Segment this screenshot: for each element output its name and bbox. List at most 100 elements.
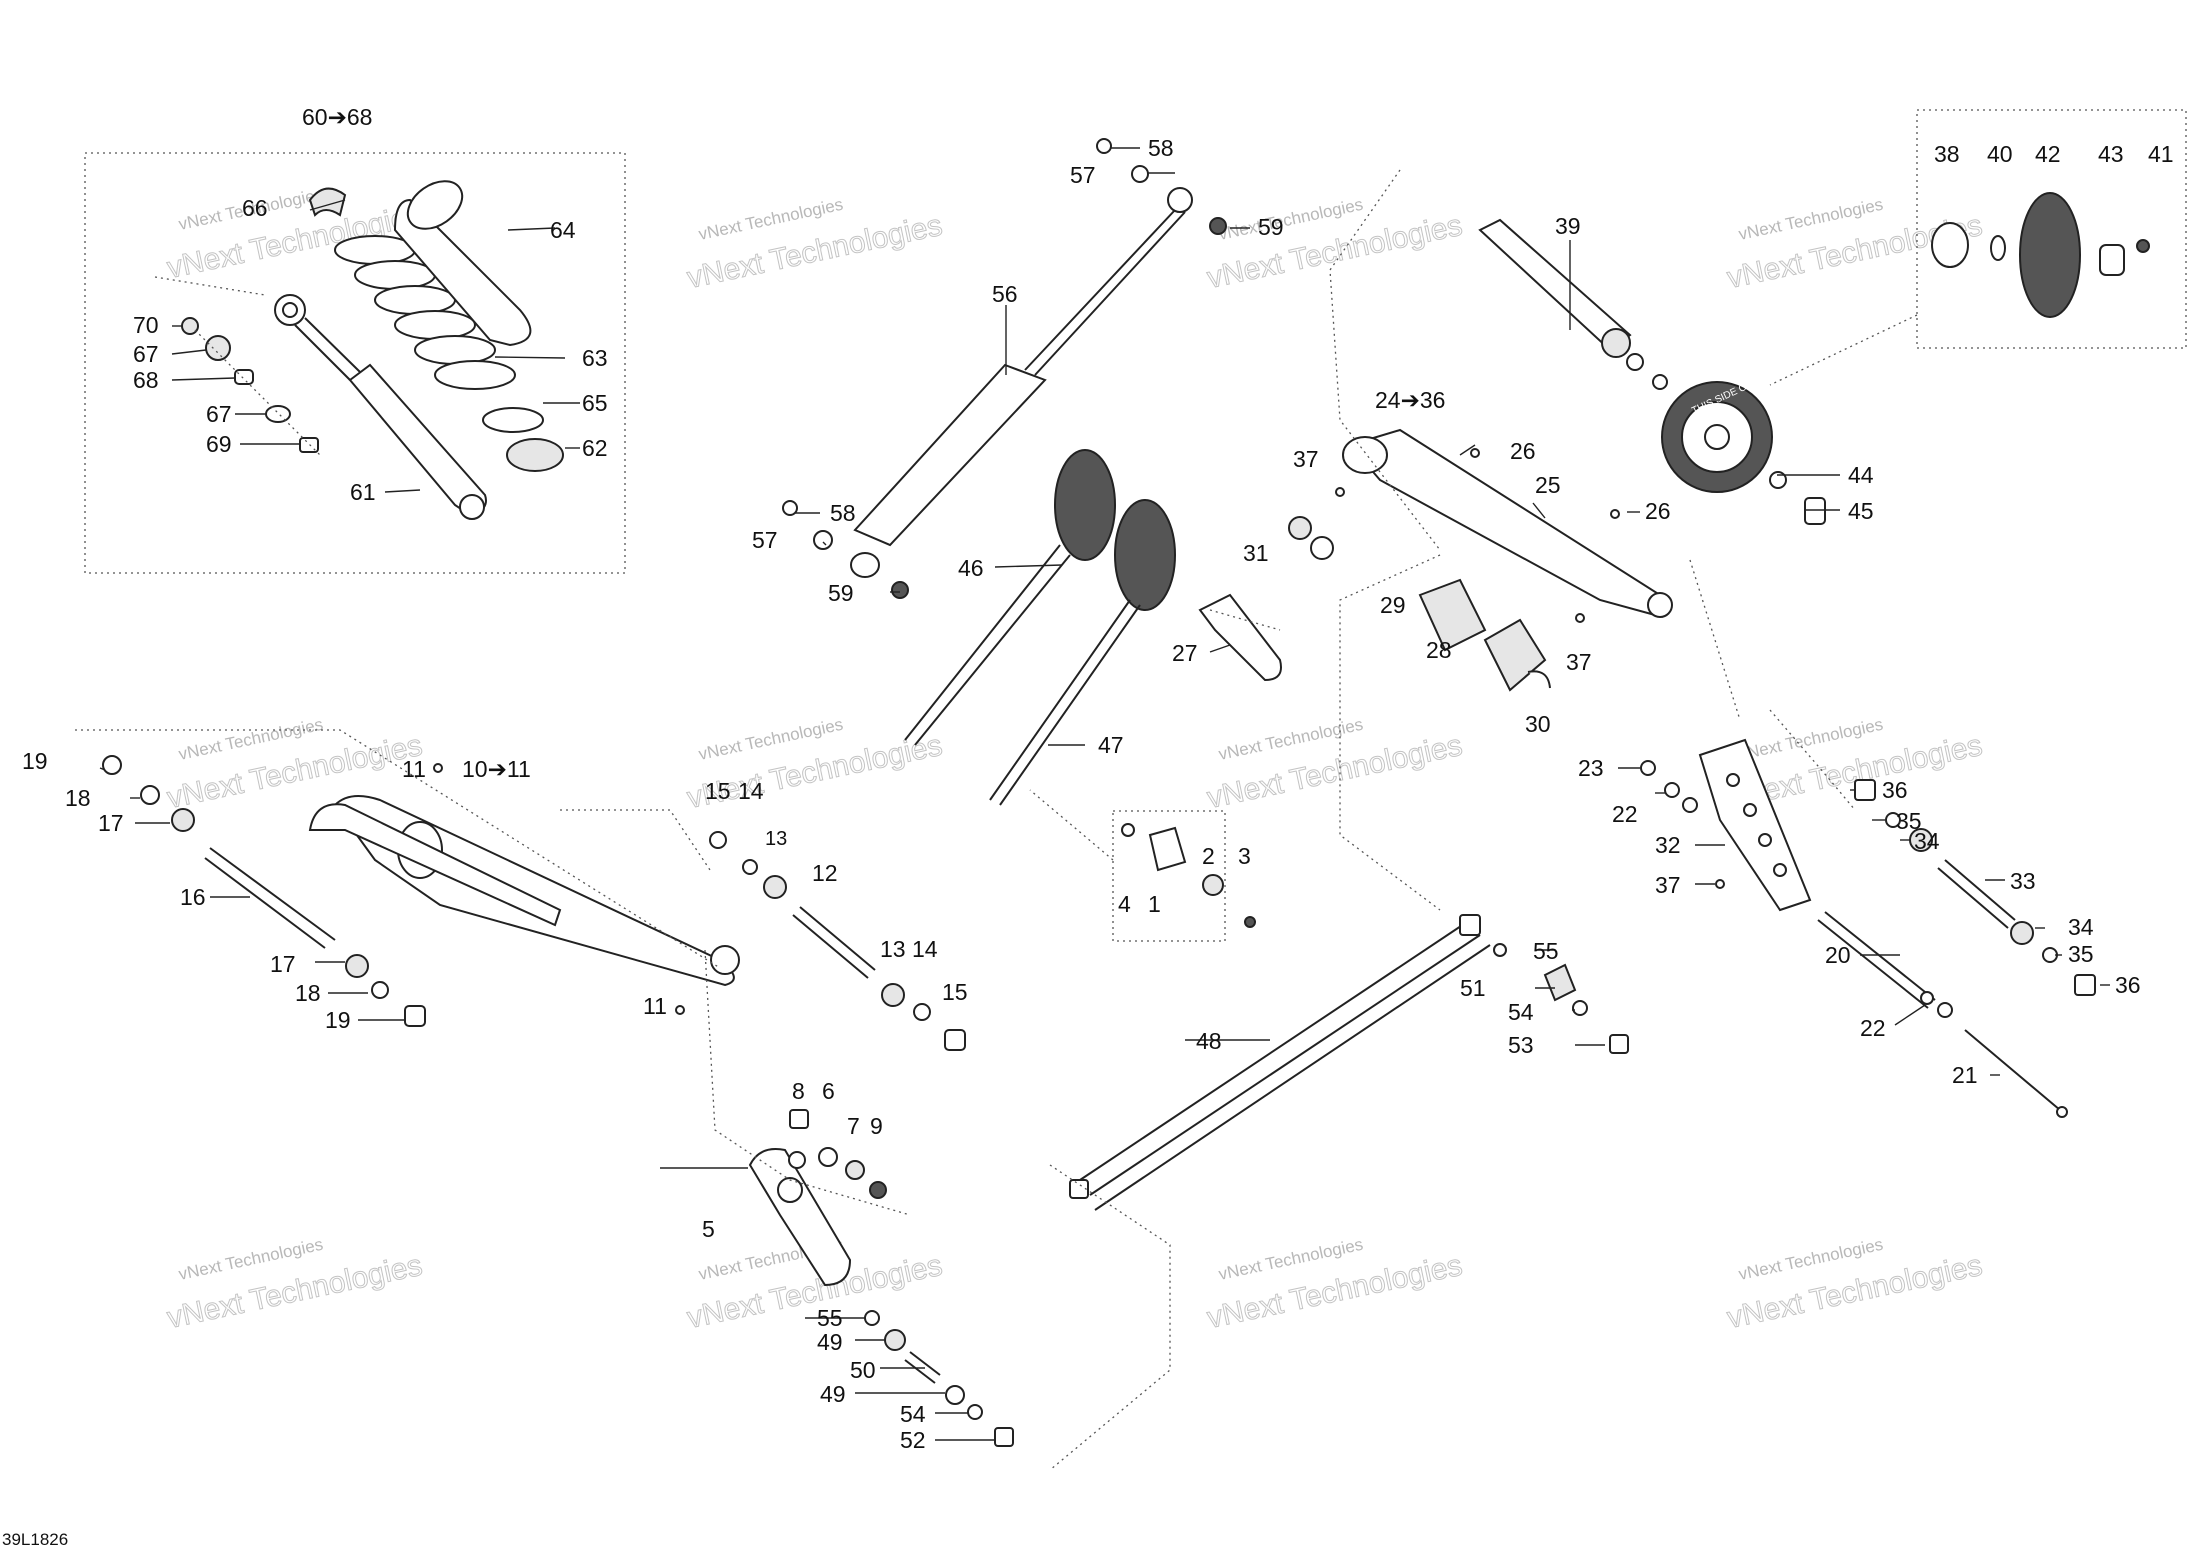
drawing-code: 39L1826 <box>2 1530 68 1549</box>
callout: 48 <box>1196 1028 1222 1054</box>
callout: 27 <box>1172 640 1198 666</box>
callout: 25 <box>1535 472 1561 498</box>
callout: 22 <box>1612 801 1638 827</box>
bolt <box>299 437 319 453</box>
bolt <box>102 755 122 775</box>
long-link-group <box>1069 914 1629 1211</box>
callout: 3 <box>1238 843 1251 869</box>
clip <box>1527 670 1551 689</box>
callout: 28 <box>1426 637 1452 663</box>
small-parts-box <box>1112 810 1226 942</box>
callout: 40 <box>1987 141 2013 167</box>
washer <box>1769 471 1787 489</box>
snap-ring <box>1990 235 2006 261</box>
callout: 70 <box>133 312 159 338</box>
callout: 54 <box>1508 999 1534 1025</box>
bushing <box>345 954 369 978</box>
callout: 2 <box>1202 843 1215 869</box>
bolt <box>1096 138 1112 154</box>
callout: 30 <box>1525 711 1551 737</box>
washer <box>813 530 833 550</box>
callout: 17 <box>98 810 124 836</box>
callout: 50 <box>850 1357 876 1383</box>
nut <box>891 581 909 599</box>
shock-body <box>274 294 487 520</box>
shock-boot <box>393 180 532 347</box>
callout: 44 <box>1848 462 1874 488</box>
callout: 34 <box>2068 914 2094 940</box>
callout: 42 <box>2035 141 2061 167</box>
callout: 13 <box>765 828 787 850</box>
bolt <box>1804 497 1826 525</box>
callout: 43 <box>2098 141 2124 167</box>
callout: 36 <box>1882 777 1908 803</box>
callout: 21 <box>1952 1062 1978 1088</box>
callout: 11 <box>402 756 426 782</box>
callout: 60➔68 <box>302 104 372 130</box>
washer <box>265 405 291 423</box>
upper-shock-group <box>782 138 1227 599</box>
callout: 20 <box>1825 942 1851 968</box>
callout: 18 <box>65 785 91 811</box>
callout: 10➔11 <box>462 756 531 782</box>
callout: 37 <box>1655 872 1681 898</box>
bolt <box>404 1005 426 1027</box>
callout: 17 <box>270 951 296 977</box>
callout: 53 <box>1508 1032 1534 1058</box>
shock-absorber-group <box>154 180 564 520</box>
callout: 34 <box>1914 828 1940 854</box>
callout: 65 <box>582 390 608 416</box>
callout: 18 <box>295 980 321 1006</box>
small-parts-group <box>1121 823 1256 928</box>
wheel-detail-box <box>1916 109 2187 349</box>
pad <box>1418 578 1487 652</box>
callout-labels: 60➔68 66 64 70 67 68 63 67 65 69 62 61 5… <box>22 104 2174 1453</box>
callout: 33 <box>2010 868 2036 894</box>
callout: 62 <box>582 435 608 461</box>
rear-arm-group <box>1288 428 1673 692</box>
callout: 45 <box>1848 498 1874 524</box>
front-arm-group <box>102 755 740 1027</box>
callout: 36 <box>2115 972 2141 998</box>
callout: 63 <box>582 345 608 371</box>
callout: 15 <box>705 778 731 804</box>
callout: 54 <box>900 1401 926 1427</box>
callout: 51 <box>1460 975 1486 1001</box>
callout: 38 <box>1934 141 1960 167</box>
callout: 24➔36 <box>1375 387 1445 413</box>
callout: 15 <box>942 979 968 1005</box>
callout: 49 <box>820 1381 846 1407</box>
washer <box>1131 165 1149 183</box>
callout: 32 <box>1655 832 1681 858</box>
callout: 66 <box>242 195 268 221</box>
wheel-bushing <box>1931 222 1969 268</box>
torsion-spring-group <box>904 449 1282 806</box>
idler-wheel-group: THIS SIDE OUT <box>1478 192 2150 525</box>
callout: 23 <box>1578 755 1604 781</box>
right-bracket-group <box>1640 738 2096 1118</box>
callout: 6 <box>822 1078 835 1104</box>
callout: 67 <box>133 341 159 367</box>
callout: 41 <box>2148 141 2174 167</box>
callout: 55 <box>1533 938 1559 964</box>
callout: 35 <box>1896 808 1922 834</box>
callout: 55 <box>817 1305 843 1331</box>
coil-spring <box>334 235 516 390</box>
callout: 26 <box>1645 498 1671 524</box>
callout: 12 <box>812 860 838 886</box>
callout: 14 <box>738 778 764 804</box>
wheel <box>2019 192 2081 318</box>
callout: 59 <box>1258 214 1284 240</box>
callout: 13 <box>880 936 906 962</box>
washer <box>371 981 389 999</box>
callout: 59 <box>828 580 854 606</box>
callout: 56 <box>992 281 1018 307</box>
spring-seat-top <box>308 187 347 217</box>
callout: 16 <box>180 884 206 910</box>
callout: 19 <box>325 1007 351 1033</box>
callout: 8 <box>792 1078 805 1104</box>
callout: 58 <box>1148 135 1174 161</box>
callout: 39 <box>1555 213 1581 239</box>
callout: 67 <box>206 401 232 427</box>
